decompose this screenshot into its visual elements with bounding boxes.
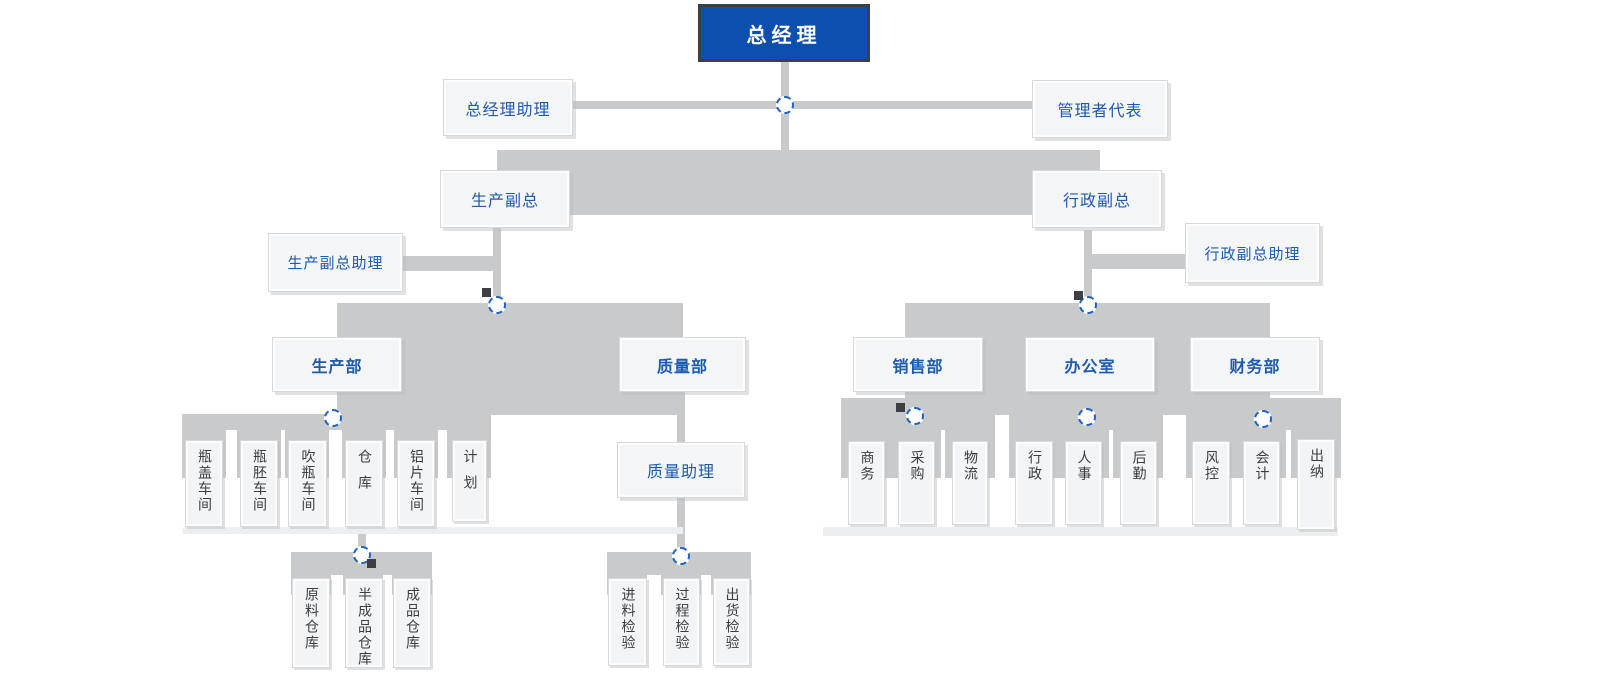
node-label: 采购 [908, 450, 925, 482]
node-accounting[interactable]: 会计 [1243, 441, 1280, 525]
selection-handle[interactable] [367, 559, 376, 568]
node-semi-finished-warehouse[interactable]: 半成品仓库 [345, 578, 383, 668]
node-finished-goods-warehouse[interactable]: 成品仓库 [393, 578, 431, 668]
node-cashier[interactable]: 出纳 [1297, 439, 1335, 530]
node-office[interactable]: 办公室 [1025, 337, 1155, 392]
node-logistics[interactable]: 物流 [952, 441, 988, 525]
selection-handle[interactable] [896, 403, 905, 412]
junction-toggle-office[interactable] [1078, 408, 1096, 426]
node-label: 铝片车间 [408, 449, 425, 513]
node-preform-workshop[interactable]: 瓶胚车间 [240, 440, 278, 527]
selection-handle[interactable] [1074, 291, 1083, 300]
junction-toggle-root[interactable] [776, 96, 794, 114]
node-warehouse[interactable]: 仓库 [345, 440, 383, 527]
node-label: 财务部 [1229, 356, 1281, 376]
node-label: 行政副总助理 [1204, 244, 1301, 263]
node-label: 计划 [461, 449, 478, 501]
connector-level2-band [497, 150, 1100, 215]
node-label: 销售部 [892, 356, 944, 376]
node-label: 出货检验 [723, 587, 740, 651]
node-sales-dept[interactable]: 销售部 [853, 337, 983, 392]
node-blow-molding-workshop[interactable]: 吹瓶车间 [288, 440, 327, 527]
node-label: 出纳 [1308, 448, 1325, 480]
junction-toggle-sales-dept[interactable] [906, 407, 924, 425]
junction-toggle-admin-vp[interactable] [1079, 296, 1097, 314]
node-finance-dept[interactable]: 财务部 [1190, 337, 1320, 392]
connector-staff-hline [573, 101, 1032, 109]
junction-toggle-warehouse[interactable] [353, 546, 371, 564]
node-label: 过程检验 [673, 587, 690, 651]
node-label: 总经理助理 [465, 99, 551, 119]
node-production-vp-assistant[interactable]: 生产副总助理 [268, 233, 403, 292]
junction-toggle-production-dept[interactable] [324, 409, 342, 427]
node-label: 瓶盖车间 [196, 449, 213, 513]
node-label: 风控 [1203, 450, 1220, 482]
node-management-representative[interactable]: 管理者代表 [1032, 80, 1168, 138]
connector-production-vp-stem [493, 228, 501, 305]
node-label: 成品仓库 [404, 587, 421, 651]
node-general-manager[interactable]: 总经理 [698, 4, 870, 62]
node-label: 管理者代表 [1057, 101, 1143, 120]
node-label: 总经理 [746, 22, 822, 47]
node-label: 质量助理 [646, 462, 715, 481]
node-bottle-cap-workshop[interactable]: 瓶盖车间 [185, 440, 223, 527]
node-quality-assistant[interactable]: 质量助理 [617, 442, 745, 498]
node-gm-assistant[interactable]: 总经理助理 [443, 79, 573, 136]
connector-light-band-left [183, 527, 683, 534]
connector-warehouse-stem [358, 525, 366, 555]
connector-gm-stem-top [781, 62, 789, 101]
junction-toggle-production-vp[interactable] [488, 296, 506, 314]
node-label: 生产副总助理 [287, 254, 384, 272]
connector-admin-vp-stem [1084, 230, 1092, 305]
connector-production-vp-assistant [403, 256, 497, 271]
node-label: 后勤 [1130, 450, 1147, 482]
connector-gm-stem-bottom [781, 109, 789, 150]
node-label: 瓶胚车间 [251, 449, 268, 513]
junction-toggle-finance-dept[interactable] [1254, 410, 1272, 428]
selection-handle[interactable] [482, 288, 491, 297]
node-quality-dept[interactable]: 质量部 [619, 337, 746, 392]
node-procurement[interactable]: 采购 [898, 441, 935, 525]
node-label: 人事 [1075, 450, 1092, 482]
node-outgoing-inspection[interactable]: 出货检验 [713, 578, 750, 666]
node-risk-control[interactable]: 风控 [1192, 441, 1230, 525]
node-process-inspection[interactable]: 过程检验 [663, 578, 700, 666]
node-administration[interactable]: 行政 [1015, 441, 1053, 525]
node-label: 商务 [858, 450, 875, 482]
node-label: 生产副总 [470, 191, 539, 210]
node-incoming-inspection[interactable]: 进料检验 [608, 578, 647, 666]
node-label: 办公室 [1064, 356, 1116, 376]
node-production-vp[interactable]: 生产副总 [440, 170, 570, 228]
node-label: 物流 [962, 450, 979, 482]
node-label: 行政 [1026, 450, 1043, 482]
connector-quality-assistant-stem [677, 498, 685, 555]
connector-light-band-right [823, 527, 1338, 536]
node-label: 生产部 [311, 356, 363, 376]
node-label: 会计 [1253, 450, 1270, 482]
node-label: 仓库 [356, 449, 373, 501]
node-commerce[interactable]: 商务 [848, 441, 885, 525]
node-admin-vp-assistant[interactable]: 行政副总助理 [1185, 223, 1320, 283]
node-label: 进料检验 [619, 587, 636, 651]
node-label: 原料仓库 [303, 587, 320, 651]
node-planning[interactable]: 计划 [452, 440, 487, 522]
connector-admin-vp-assistant [1092, 254, 1185, 269]
node-admin-vp[interactable]: 行政副总 [1032, 170, 1162, 228]
node-label: 行政副总 [1062, 191, 1131, 210]
node-raw-material-warehouse[interactable]: 原料仓库 [292, 578, 330, 668]
junction-toggle-quality-assistant[interactable] [672, 547, 690, 565]
node-label: 吹瓶车间 [299, 449, 316, 513]
node-label: 质量部 [656, 356, 708, 376]
node-general-affairs[interactable]: 后勤 [1120, 441, 1157, 525]
connector-quality-stem [677, 392, 685, 442]
node-aluminum-sheet-workshop[interactable]: 铝片车间 [397, 440, 435, 527]
node-hr[interactable]: 人事 [1065, 441, 1102, 525]
node-label: 半成品仓库 [356, 587, 373, 667]
node-production-dept[interactable]: 生产部 [272, 337, 402, 392]
